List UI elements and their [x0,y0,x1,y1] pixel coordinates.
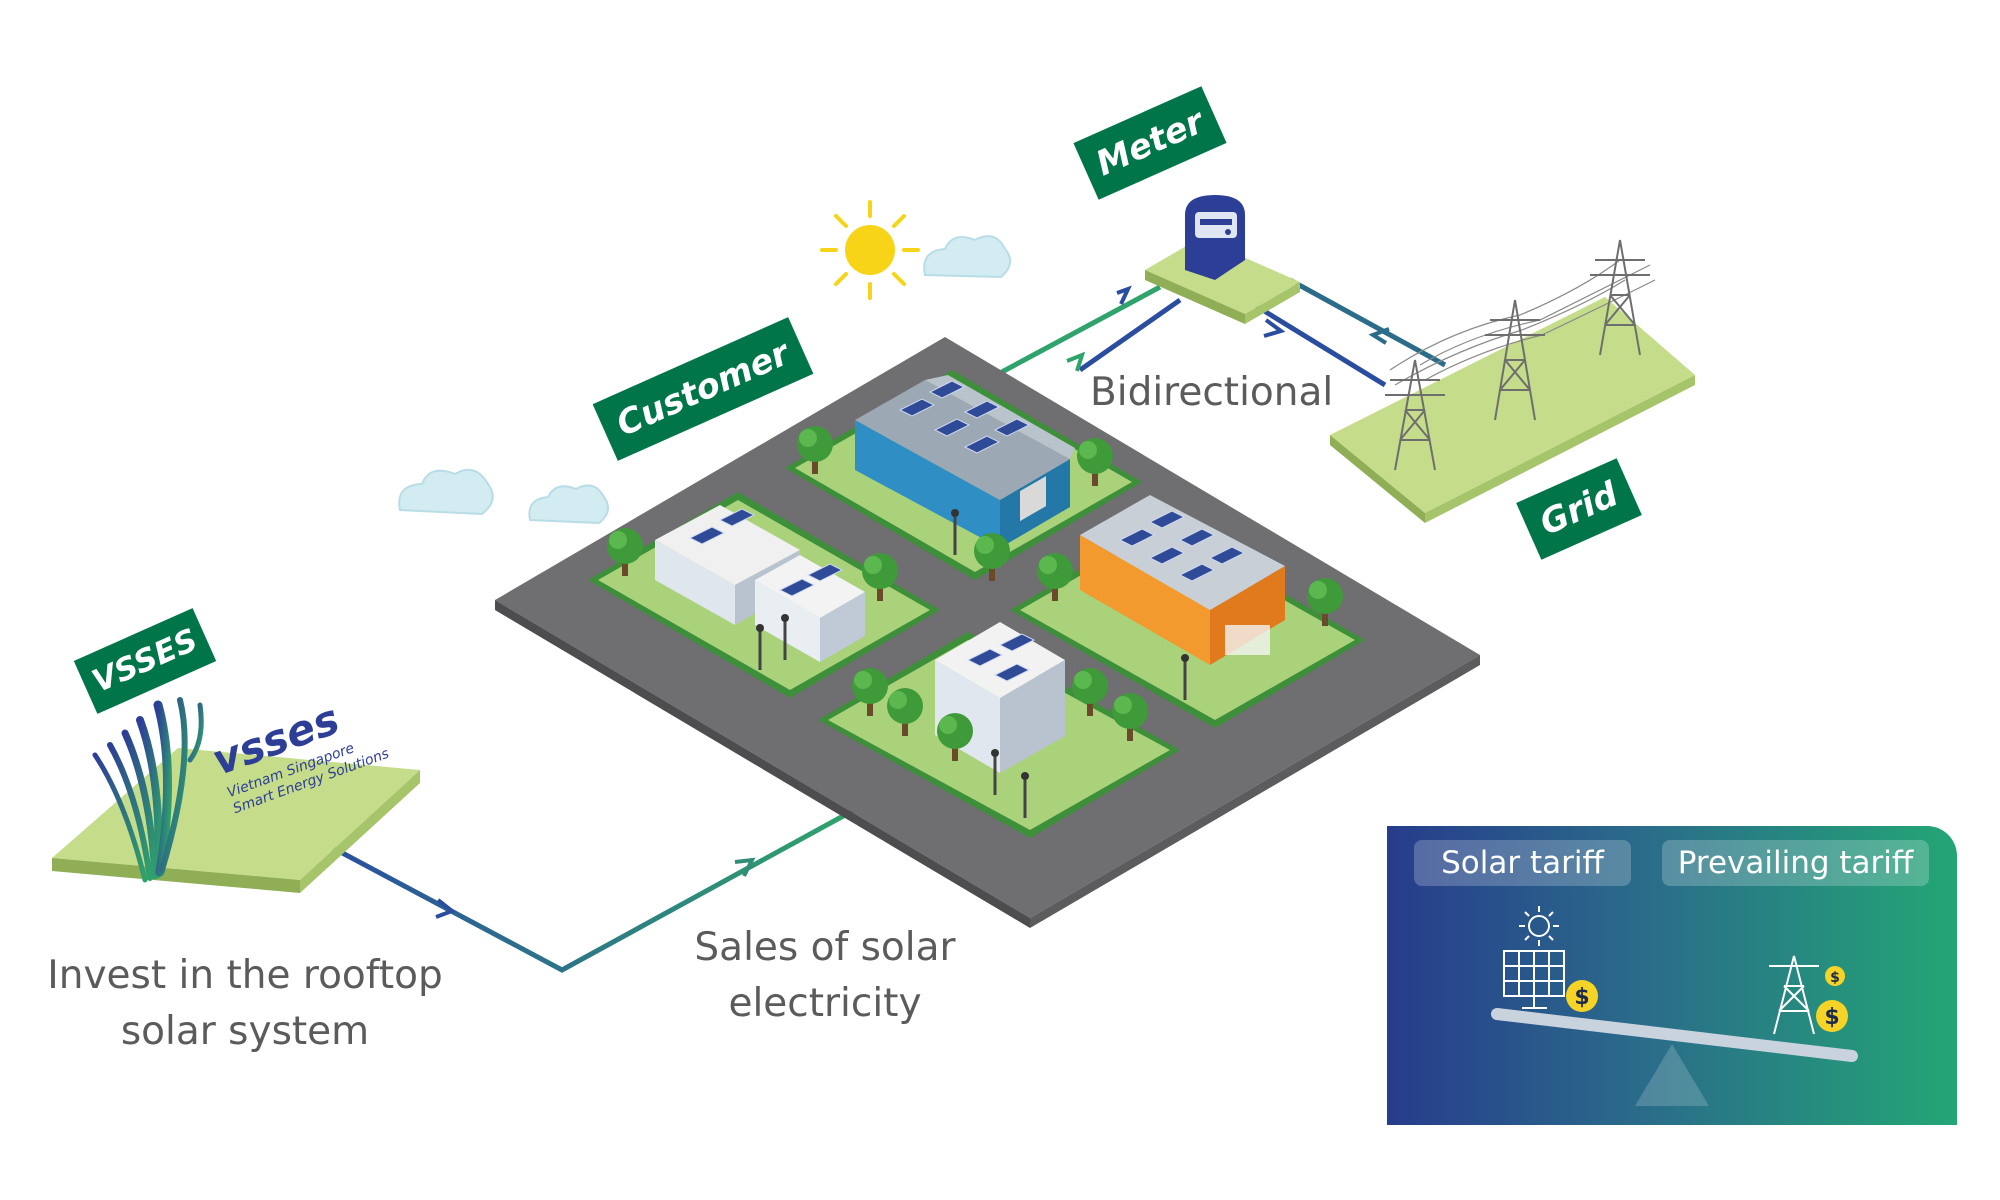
solar-coin-symbol: $ [1574,985,1589,1010]
bidirectional-caption: Bidirectional [1090,365,1350,421]
pylon-icon [1485,299,1545,421]
arrow-icon [1066,351,1086,372]
sun-icon [820,200,920,300]
lot-warehouse-orange [1010,495,1365,728]
invest-line-2: solar system [120,1009,370,1054]
lot-office-white [588,492,940,698]
meter-platform [1145,195,1300,324]
vsses-platform: vsses Vietnam Singapore Smart Energy Sol… [52,694,420,893]
arrow-icon [1368,327,1390,345]
tariff-panel: Solar tariff Prevailing tariff $ $ [1387,826,1957,1125]
balance-scale-icon [1491,1008,1858,1106]
logo-mark [92,697,204,883]
arrow-icon [435,898,457,919]
invest-line-1: Invest in the rooftop [47,953,443,998]
dollar-coin-icon: $ [1825,966,1845,986]
sales-line-2: electricity [728,981,922,1026]
arrow-icon [1263,318,1286,338]
dollar-coin-icon: $ [1816,1000,1848,1032]
prevailing-coin-symbol-small: $ [1830,970,1840,986]
lot-warehouse-blue [785,370,1142,581]
pylon-icon [1769,955,1819,1035]
prevailing-tariff-label: Prevailing tariff [1677,845,1914,881]
flow-line-meter-out [1078,297,1182,373]
balance-illustration: $ $ $ [1491,906,1858,1106]
cloud-icon [923,235,1012,279]
dollar-coin-icon: $ [1566,980,1598,1012]
flow-line-meter-grid-b [1288,277,1447,368]
cloud-icon [398,468,494,516]
lot-office-tower [818,622,1180,838]
arrow-icon [1116,285,1132,305]
sun-icon [1519,906,1559,946]
solar-panel-icon [1503,950,1565,1009]
customer-site [495,337,1480,928]
solar-tariff-label: Solar tariff [1441,845,1604,881]
solar-tariff-chip: Solar tariff [1414,840,1631,886]
invest-caption: Invest in the rooftop solar system [35,948,455,1060]
prevailing-tariff-chip: Prevailing tariff [1662,840,1929,886]
pylon-icon [1590,239,1650,356]
cloud-icon [528,484,609,525]
pylon-icon [1385,359,1445,471]
road-block [495,337,1480,918]
arrow-icon [734,857,756,877]
prevailing-coin-symbol: $ [1824,1005,1839,1030]
grid-platform [1330,239,1695,523]
flow-line-customer-meter [998,284,1162,376]
meter-icon [1185,195,1245,280]
bidirectional-text: Bidirectional [1090,370,1334,415]
sales-line-1: Sales of solar [694,925,956,970]
sales-caption: Sales of solar electricity [680,920,970,1032]
